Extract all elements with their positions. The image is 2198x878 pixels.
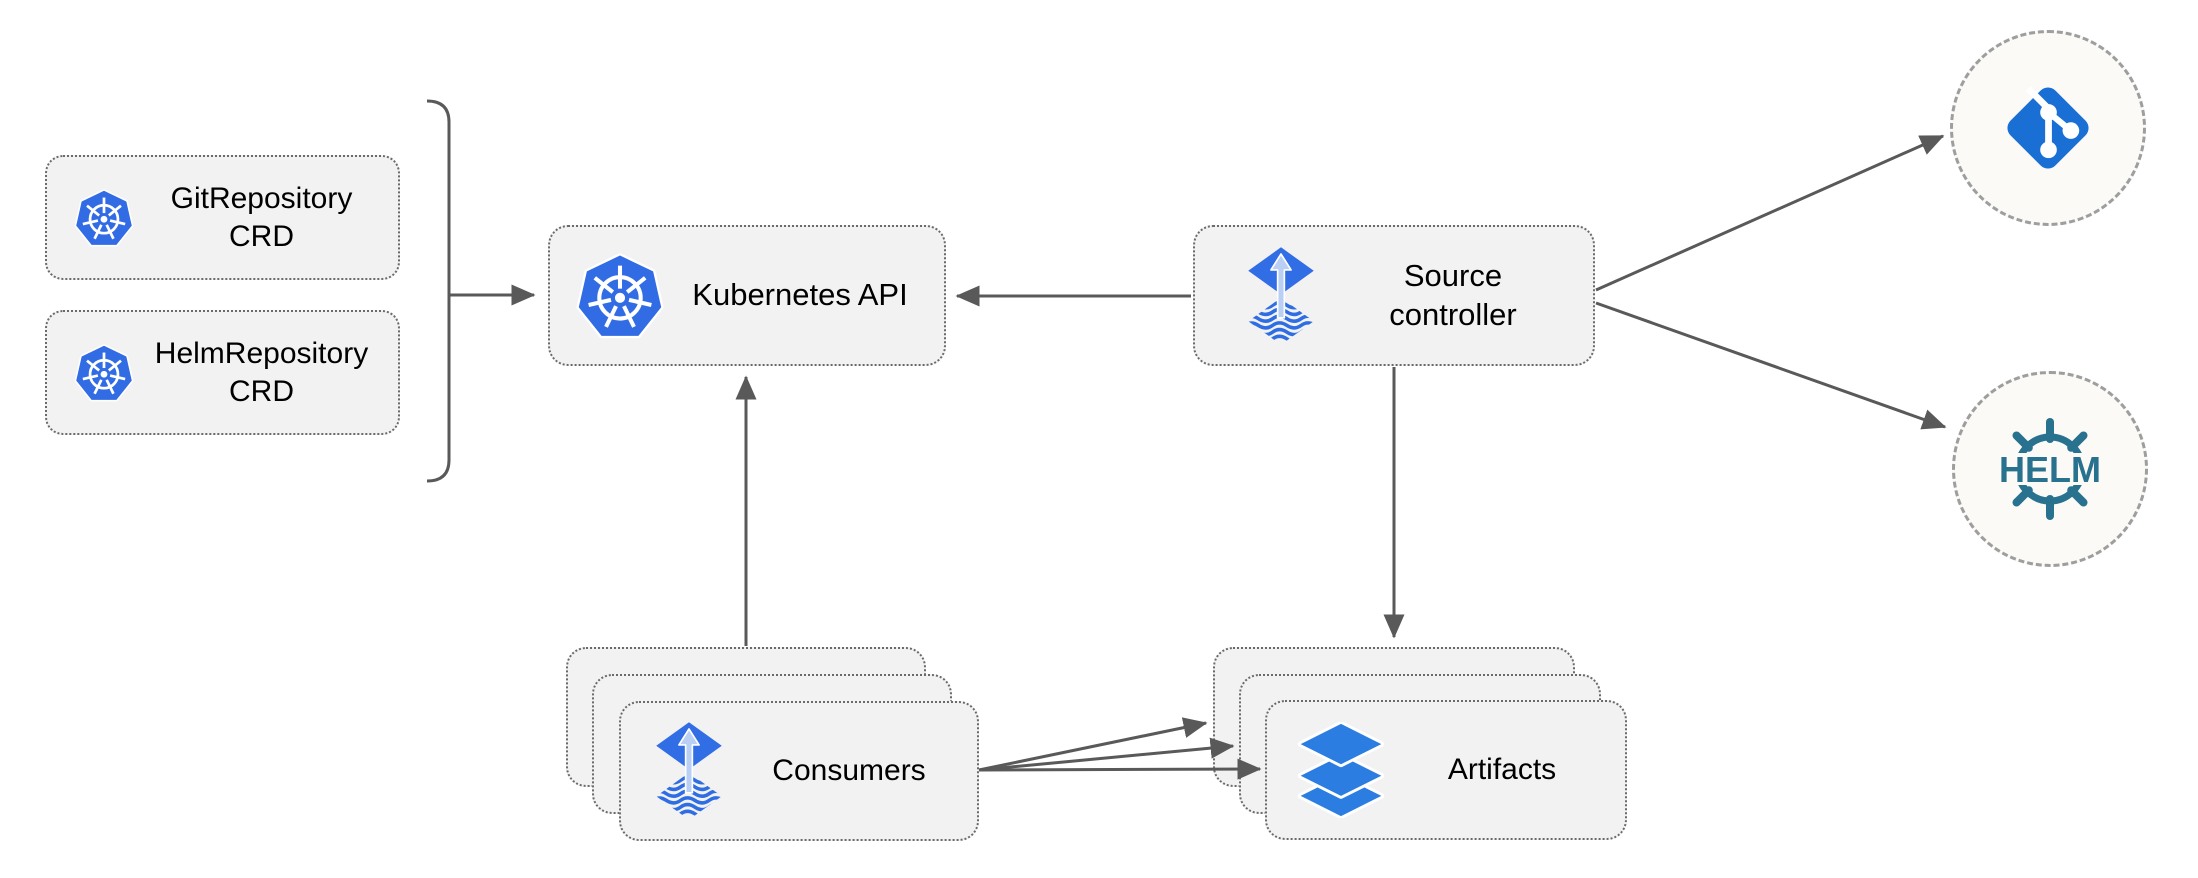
kubernetes-icon bbox=[74, 188, 134, 246]
kubernetes-icon bbox=[574, 250, 666, 342]
gitrepository-crd-label: GitRepository CRD bbox=[135, 180, 398, 255]
helm-icon: HELM bbox=[1985, 418, 2115, 520]
label-line: CRD bbox=[229, 374, 294, 408]
label-line: Source bbox=[1403, 257, 1503, 293]
kubernetes-api-label: Kubernetes API bbox=[692, 277, 908, 313]
helmrepository-crd-node: HelmRepository CRD bbox=[45, 310, 400, 435]
kubernetes-api-node: Kubernetes API bbox=[548, 225, 946, 366]
source-controller-label: Source controller bbox=[1323, 257, 1593, 335]
consumers-label: Consumers bbox=[772, 754, 926, 788]
label-line: controller bbox=[1389, 296, 1517, 332]
artifacts-label: Artifacts bbox=[1447, 753, 1557, 787]
label-line: GitRepository bbox=[170, 182, 353, 215]
crd-group-bracket bbox=[426, 99, 451, 483]
flux-icon bbox=[1239, 237, 1323, 355]
source-controller-node: Source controller bbox=[1193, 225, 1595, 366]
gitrepository-crd-node: GitRepository CRD bbox=[45, 155, 400, 280]
helm-repository-node: HELM bbox=[1952, 371, 2148, 567]
consumers-node: Consumers bbox=[619, 701, 979, 841]
artifacts-node: Artifacts bbox=[1265, 700, 1627, 840]
edge-consumers-to-artifacts bbox=[978, 717, 1208, 772]
label-line: CRD bbox=[229, 219, 294, 253]
helmrepository-crd-label: HelmRepository CRD bbox=[135, 335, 398, 410]
label-line: HelmRepository bbox=[154, 337, 369, 370]
layers-icon bbox=[1293, 722, 1389, 818]
kubernetes-icon bbox=[74, 343, 134, 401]
git-repository-node bbox=[1950, 30, 2146, 226]
flux-icon bbox=[647, 712, 731, 830]
helm-logo-text: HELM bbox=[1999, 449, 2101, 490]
edge-source-to-git bbox=[1595, 134, 1945, 292]
edge-source-to-helm bbox=[1595, 301, 1947, 430]
git-icon bbox=[2007, 86, 2089, 169]
edge-consumers-to-artifacts bbox=[978, 737, 1235, 772]
